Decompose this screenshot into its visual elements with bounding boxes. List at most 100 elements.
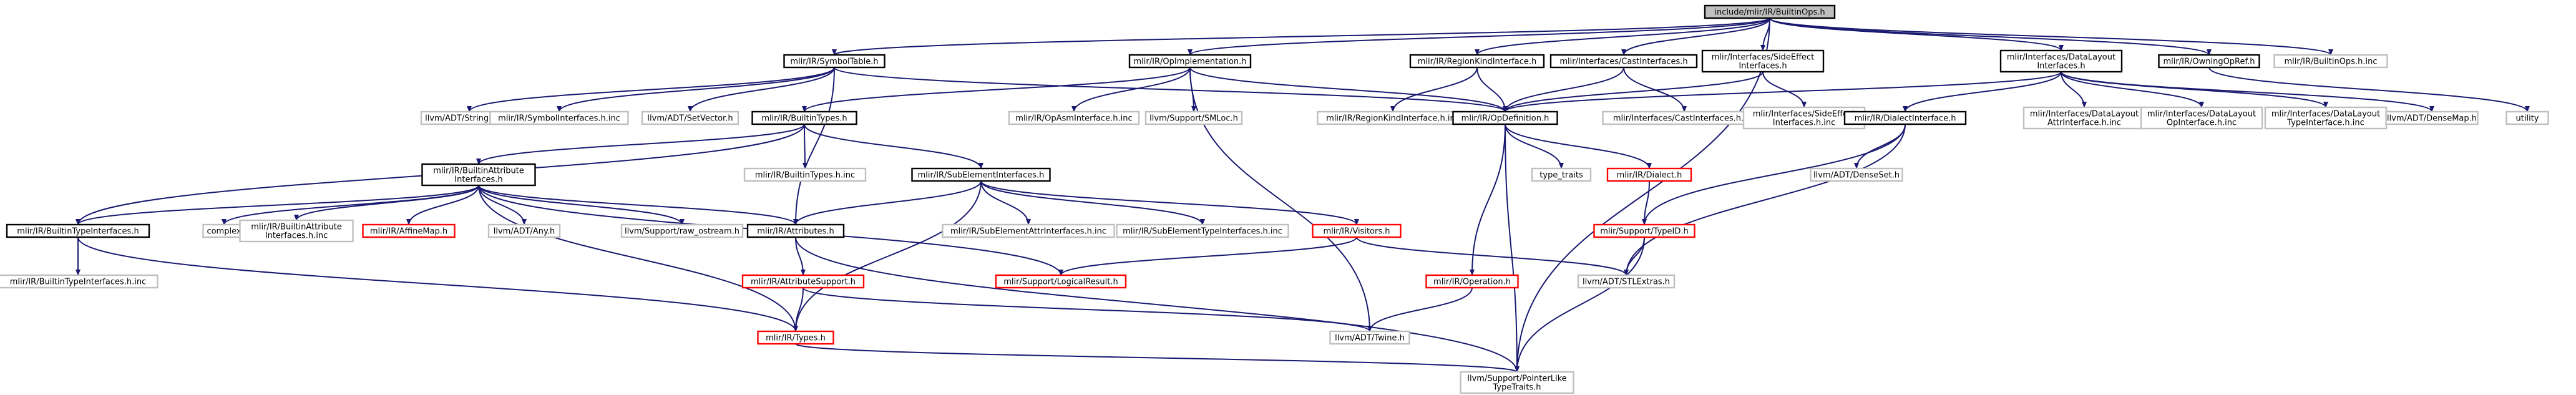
node-denseset[interactable]: llvm/ADT/DenseSet.h — [1810, 167, 1903, 182]
node-builtinopsinc[interactable]: mlir/IR/BuiltinOps.h.inc — [2273, 54, 2388, 69]
node-label: Interfaces.h — [2037, 62, 2085, 71]
edge-symtab-to-setvector — [688, 67, 835, 112]
node-box — [239, 219, 354, 243]
node-rawostream[interactable]: llvm/Support/raw_ostream.h — [620, 223, 744, 238]
node-box — [1452, 110, 1558, 125]
edge-visitors-to-stlextras — [1356, 237, 1629, 276]
node-subelemattrinc[interactable]: mlir/IR/SubElementAttrInterfaces.h.inc — [942, 223, 1115, 238]
node-label: mlir/IR/DialectInterface.h — [1855, 114, 1956, 124]
node-builtintypesinc[interactable]: mlir/IR/BuiltinTypes.h.inc — [743, 167, 867, 182]
node-box — [1460, 371, 1574, 394]
node-label: mlir/Interfaces/CastInterfaces.h — [1559, 57, 1687, 67]
node-label: mlir/IR/Attributes.h — [757, 227, 834, 237]
node-dialect[interactable]: mlir/IR/Dialect.h — [1606, 167, 1692, 182]
node-opasminc[interactable]: mlir/IR/OpAsmInterface.h.inc — [1008, 110, 1140, 125]
node-setvector[interactable]: llvm/ADT/SetVector.h — [641, 110, 739, 125]
node-label: mlir/Support/TypeID.h — [1600, 227, 1688, 237]
node-label: mlir/IR/BuiltinTypeInterfaces.h — [17, 227, 139, 237]
node-stlextras[interactable]: llvm/ADT/STLExtras.h — [1577, 274, 1676, 289]
node-label: llvm/ADT/Any.h — [494, 227, 555, 237]
edge-builtinattrif-to-rawostream — [478, 185, 685, 225]
node-box — [1606, 167, 1692, 182]
node-label: mlir/Interfaces/DataLayout — [2147, 110, 2256, 119]
node-regkindinc[interactable]: mlir/IR/RegionKindInterface.h.inc — [1317, 110, 1469, 125]
node-dlopinc[interactable]: mlir/Interfaces/DataLayoutOpInterface.h.… — [2140, 106, 2263, 130]
node-types[interactable]: mlir/IR/Types.h — [757, 330, 834, 345]
node-densemap[interactable]: llvm/ADT/DenseMap.h — [2385, 110, 2479, 125]
node-attrsupport[interactable]: mlir/IR/AttributeSupport.h — [741, 274, 865, 289]
node-box — [1593, 223, 1695, 238]
edge-builtinattrif-to-complex — [222, 185, 479, 225]
node-builtintypeif[interactable]: mlir/IR/BuiltinTypeInterfaces.h — [6, 223, 150, 238]
node-dlattrinc[interactable]: mlir/Interfaces/DataLayoutAttrInterface.… — [2022, 106, 2146, 130]
edge-visitors-to-logicalresult — [1058, 237, 1357, 276]
node-opimpl[interactable]: mlir/IR/OpImplementation.h — [1128, 54, 1252, 69]
node-label: llvm/Support/raw_ostream.h — [625, 227, 739, 237]
node-box — [1999, 49, 2123, 73]
edge-builtintypes-to-subelemif — [804, 124, 983, 169]
node-utility[interactable]: utility — [2505, 110, 2549, 125]
node-owningop[interactable]: mlir/IR/OwningOpRef.h — [2158, 54, 2260, 69]
node-box — [1810, 167, 1903, 182]
node-attributes[interactable]: mlir/IR/Attributes.h — [746, 223, 845, 238]
node-box — [2505, 110, 2549, 125]
node-label: mlir/IR/Types.h — [766, 334, 826, 343]
node-label: Interfaces.h.inc — [1773, 119, 1835, 128]
node-subelemtypeinc[interactable]: mlir/IR/SubElementTypeInterfaces.h.inc — [1116, 223, 1289, 238]
node-logicalresult[interactable]: mlir/Support/LogicalResult.h — [995, 274, 1127, 289]
node-any[interactable]: llvm/ADT/Any.h — [487, 223, 561, 238]
node-box — [757, 330, 834, 345]
node-box — [743, 167, 867, 182]
node-smloc[interactable]: llvm/Support/SMLoc.h — [1144, 110, 1243, 125]
node-label: utility — [2516, 114, 2539, 124]
node-box — [1128, 54, 1252, 69]
node-twine[interactable]: llvm/ADT/Twine.h — [1329, 330, 1410, 345]
node-castif[interactable]: mlir/Interfaces/CastInterfaces.h — [1549, 54, 1698, 69]
edge-dialectif-to-stlextras — [1624, 124, 1906, 276]
node-regkind[interactable]: mlir/IR/RegionKindInterface.h — [1409, 54, 1545, 69]
node-box — [620, 223, 744, 238]
node-label: mlir/IR/BuiltinAttribute — [433, 167, 524, 176]
edge-datalayout-to-dltypeinc — [2061, 71, 2328, 108]
node-dltypeinc[interactable]: mlir/Interfaces/DataLayoutTypeInterface.… — [2264, 106, 2388, 130]
node-box — [741, 274, 865, 289]
edge-attributes-to-pointerlike — [795, 237, 1520, 373]
node-operation[interactable]: mlir/IR/Operation.h — [1425, 274, 1519, 289]
node-affinemap[interactable]: mlir/IR/AffineMap.h — [362, 223, 456, 238]
edge-attrsupport-to-types — [793, 287, 804, 332]
node-label: mlir/IR/Dialect.h — [1617, 171, 1682, 180]
edge-subelemif-to-subelemattrinc — [980, 180, 1031, 225]
node-builtintypes[interactable]: mlir/IR/BuiltinTypes.h — [751, 110, 857, 125]
node-symtab[interactable]: mlir/IR/SymbolTable.h — [783, 54, 886, 69]
node-dialectif[interactable]: mlir/IR/DialectInterface.h — [1843, 110, 1967, 125]
node-label: AttrInterface.h.inc — [2047, 119, 2121, 128]
node-visitors[interactable]: mlir/IR/Visitors.h — [1312, 223, 1402, 238]
node-typetraits[interactable]: type_traits — [1531, 167, 1592, 182]
edge-opimpl-to-twine — [1189, 67, 1372, 332]
node-subelemif[interactable]: mlir/IR/SubElementInterfaces.h — [911, 167, 1051, 182]
node-opdef[interactable]: mlir/IR/OpDefinition.h — [1452, 110, 1558, 125]
node-builtintypeifinc[interactable]: mlir/IR/BuiltinTypeInterfaces.h.inc — [0, 274, 159, 289]
edge-root-to-symtab — [832, 17, 1770, 56]
node-castinc[interactable]: mlir/Interfaces/CastInterfaces.h.inc — [1602, 110, 1767, 125]
node-typeid[interactable]: mlir/Support/TypeID.h — [1593, 223, 1695, 238]
node-box — [911, 167, 1051, 182]
node-label: mlir/Support/LogicalResult.h — [1003, 278, 1118, 287]
node-label: mlir/IR/SubElementInterfaces.h — [918, 171, 1045, 180]
edge-regkind-to-opdef — [1476, 67, 1508, 112]
node-box — [1409, 54, 1545, 69]
node-label: Interfaces.h — [1739, 62, 1787, 71]
edge-opimpl-to-builtintypes — [802, 67, 1191, 112]
node-complex[interactable]: complex — [202, 223, 246, 238]
node-symifinc[interactable]: mlir/IR/SymbolInterfaces.h.inc — [489, 110, 629, 125]
edge-opimpl-to-opdef — [1189, 67, 1508, 112]
node-box — [1704, 4, 1836, 19]
node-box — [1312, 223, 1402, 238]
node-box — [746, 223, 845, 238]
edge-root-to-opimpl — [1188, 17, 1770, 56]
